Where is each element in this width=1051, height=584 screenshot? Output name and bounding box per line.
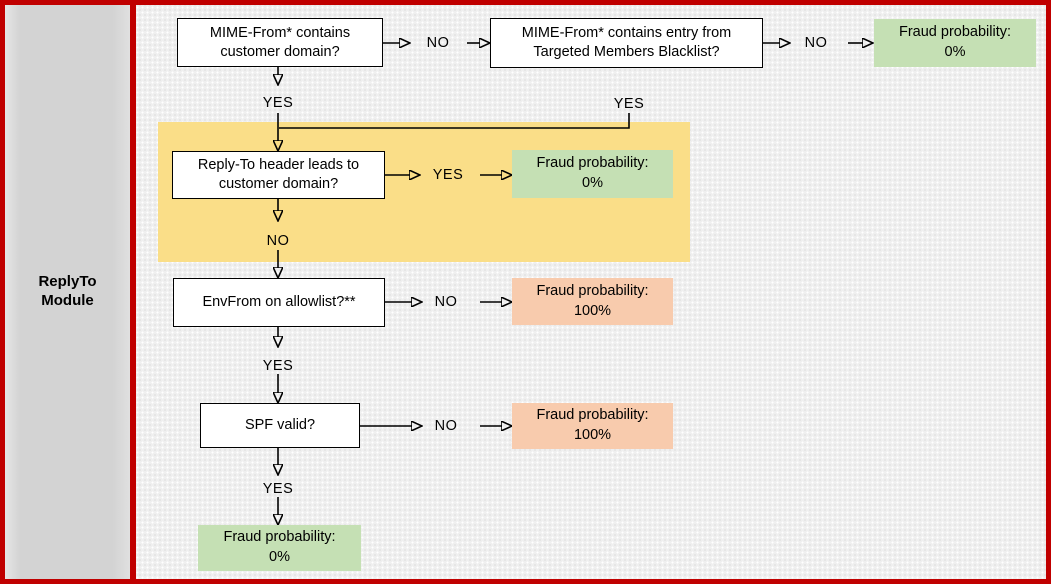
result-title: Fraud probability: (223, 529, 336, 546)
decision-spf-valid: SPF valid? (200, 403, 360, 448)
edge-label-yes-d4: YES (262, 358, 294, 374)
edge-yes2-merge (279, 113, 630, 129)
result-title: Fraud probability: (898, 24, 1012, 41)
edge-label-no-d1: NO (426, 35, 450, 51)
result-title: Fraud probability: (536, 282, 649, 299)
result-fraud-probability-100-envfrom: Fraud probability: 100% (512, 278, 673, 325)
edge-label-yes-d1: YES (262, 95, 294, 111)
edge-label-no-d4: NO (434, 294, 458, 310)
result-fraud-probability-0-top: Fraud probability: 0% (874, 19, 1036, 67)
result-fraud-probability-0-final: Fraud probability: 0% (198, 525, 361, 571)
edge-label-yes-d3: YES (432, 167, 464, 183)
flowchart-canvas: MIME-From* contains customer domain? MIM… (10, 10, 1051, 584)
result-value: 0% (269, 549, 290, 565)
decision-label: MIME-From* contains entry from Targeted … (521, 25, 732, 60)
decision-mime-from-blacklist: MIME-From* contains entry from Targeted … (490, 18, 763, 68)
flow-connectors (10, 10, 1051, 584)
result-value: 100% (573, 427, 612, 443)
decision-label: SPF valid? (244, 417, 316, 434)
decision-envfrom-allowlist: EnvFrom on allowlist?** (173, 278, 385, 327)
result-value: 100% (573, 302, 612, 319)
decision-label: Reply-To header leads to customer domain… (197, 157, 360, 192)
decision-mime-from-customer-domain: MIME-From* contains customer domain? (177, 18, 383, 67)
decision-replyto-header: Reply-To header leads to customer domain… (172, 151, 385, 199)
result-value: 0% (944, 44, 966, 60)
decision-label: EnvFrom on allowlist?** (202, 294, 356, 311)
decision-label: MIME-From* contains customer domain? (209, 24, 351, 60)
edge-label-yes-d2: YES (613, 96, 645, 112)
edge-label-no-d2: NO (804, 35, 828, 51)
edge-label-no-d5: NO (434, 418, 458, 434)
edge-label-no-d3: NO (266, 233, 290, 249)
result-fraud-probability-100-spf: Fraud probability: 100% (512, 403, 673, 449)
result-fraud-probability-0-replyto: Fraud probability: 0% (512, 150, 673, 198)
result-title: Fraud probability: (536, 155, 649, 172)
edge-label-yes-d5: YES (262, 481, 294, 497)
sidebar-module-panel: ReplyTo Module (5, 5, 136, 579)
result-value: 0% (582, 175, 603, 191)
module-title: ReplyTo Module (38, 273, 97, 309)
result-title: Fraud probability: (536, 407, 649, 424)
